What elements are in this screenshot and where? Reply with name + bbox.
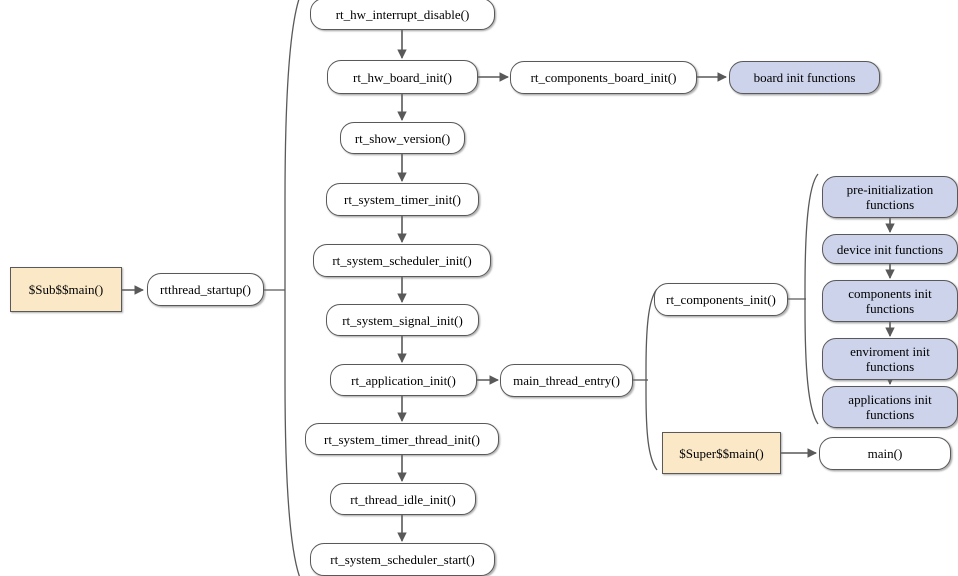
mainthread-brace xyxy=(645,288,658,471)
node-device-init-functions-label: device init functions xyxy=(836,241,944,257)
node-rtthread-startup[interactable]: rtthread_startup() xyxy=(147,273,264,306)
initfunctions-brace xyxy=(804,173,819,425)
node-rt-application-init-label: rt_application_init() xyxy=(351,372,456,388)
node-main-thread-entry[interactable]: main_thread_entry() xyxy=(500,364,633,397)
node-rt-show-version[interactable]: rt_show_version() xyxy=(340,122,465,154)
node-rt-system-scheduler-init-label: rt_system_scheduler_init() xyxy=(332,253,472,268)
node-rt-system-timer-thread-init-label: rt_system_timer_thread_init() xyxy=(324,431,480,447)
node-main[interactable]: main() xyxy=(819,437,951,470)
node-rt-system-scheduler-start[interactable]: rt_system_scheduler_start() xyxy=(310,543,495,576)
node-rt-system-scheduler-init[interactable]: rt_system_scheduler_init() xyxy=(313,244,491,277)
node-rt-hw-interrupt-disable-label: rt_hw_interrupt_disable() xyxy=(335,6,470,22)
node-pre-initialization-functions-label: pre-initialization functions xyxy=(846,182,934,212)
node-super-main-label: $Super$$main() xyxy=(679,445,764,461)
node-rt-thread-idle-init[interactable]: rt_thread_idle_init() xyxy=(330,483,476,515)
node-rt-system-scheduler-start-label: rt_system_scheduler_start() xyxy=(330,552,475,567)
node-rt-components-board-init[interactable]: rt_components_board_init() xyxy=(510,61,697,94)
node-super-main[interactable]: $Super$$main() xyxy=(662,432,781,474)
node-board-init-functions-label: board init functions xyxy=(753,70,856,85)
node-pre-initialization-functions[interactable]: pre-initialization functions xyxy=(822,176,958,218)
node-sub-main[interactable]: $Sub$$main() xyxy=(10,267,122,312)
node-sub-main-label: $Sub$$main() xyxy=(28,282,104,297)
startup-brace xyxy=(284,0,301,576)
node-rtthread-startup-label: rtthread_startup() xyxy=(160,282,251,297)
node-rt-system-timer-init-label: rt_system_timer_init() xyxy=(344,192,461,207)
node-rt-system-signal-init[interactable]: rt_system_signal_init() xyxy=(326,304,479,336)
node-enviroment-init-functions-label: enviroment init functions xyxy=(850,344,930,374)
node-main-label: main() xyxy=(867,446,903,461)
node-main-thread-entry-label: main_thread_entry() xyxy=(513,373,620,388)
node-enviroment-init-functions[interactable]: enviroment init functions xyxy=(822,338,958,380)
node-rt-system-timer-thread-init[interactable]: rt_system_timer_thread_init() xyxy=(305,423,499,455)
node-rt-application-init[interactable]: rt_application_init() xyxy=(330,364,477,396)
node-device-init-functions[interactable]: device init functions xyxy=(822,234,958,264)
node-rt-thread-idle-init-label: rt_thread_idle_init() xyxy=(350,491,456,507)
node-rt-system-signal-init-label: rt_system_signal_init() xyxy=(342,312,463,328)
node-rt-hw-board-init-label: rt_hw_board_init() xyxy=(353,69,452,85)
node-rt-components-board-init-label: rt_components_board_init() xyxy=(530,70,677,85)
node-rt-components-init-label: rt_components_init() xyxy=(666,292,776,307)
node-rt-hw-board-init[interactable]: rt_hw_board_init() xyxy=(327,60,478,94)
node-components-init-functions[interactable]: components init functions xyxy=(822,280,958,322)
node-applications-init-functions[interactable]: applications init functions xyxy=(822,386,958,428)
node-rt-hw-interrupt-disable[interactable]: rt_hw_interrupt_disable() xyxy=(310,0,495,30)
node-rt-components-init[interactable]: rt_components_init() xyxy=(654,283,788,316)
node-board-init-functions[interactable]: board init functions xyxy=(729,61,880,94)
node-rt-system-timer-init[interactable]: rt_system_timer_init() xyxy=(326,183,479,216)
node-components-init-functions-label: components init functions xyxy=(848,286,932,316)
node-applications-init-functions-label: applications init functions xyxy=(848,392,932,422)
node-rt-show-version-label: rt_show_version() xyxy=(354,130,451,146)
